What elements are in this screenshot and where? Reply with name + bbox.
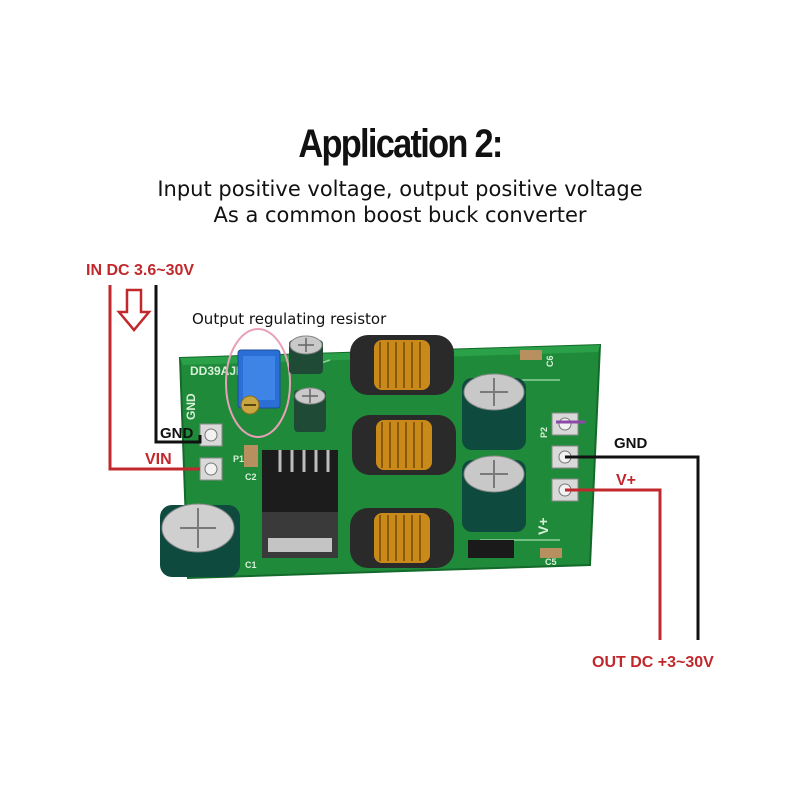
- board-silk-p1: P1: [233, 454, 244, 464]
- smd-components: [244, 350, 562, 558]
- regulator-ic: [262, 450, 338, 558]
- large-capacitor-output-top: [462, 373, 526, 450]
- board-silk-p2: P2: [539, 427, 549, 438]
- subtitle-line-2: As a common boost buck converter: [213, 203, 587, 227]
- trimmer-potentiometer: [237, 349, 281, 415]
- input-gnd-label: GND: [160, 425, 194, 442]
- board-silk-c6: C6: [545, 355, 555, 367]
- board-silk-gnd: GND: [184, 393, 198, 420]
- output-voltage-label: OUT DC +3~30V: [592, 654, 714, 671]
- board-silk-c5: C5: [545, 557, 557, 567]
- board-silk-c1: C1: [245, 560, 257, 570]
- output-wires: [556, 420, 700, 640]
- board-silk-vplus: V+: [535, 517, 551, 535]
- small-capacitor: [289, 335, 323, 374]
- inductor-bottom: [350, 508, 454, 568]
- input-arrow-icon: [116, 288, 152, 332]
- output-vplus-label: V+: [616, 472, 637, 489]
- board-model-label: DD39AJP: [190, 364, 244, 378]
- output-gnd-label: GND: [614, 435, 648, 452]
- large-capacitor-input: [160, 503, 240, 577]
- large-capacitor-output-bottom: [462, 455, 526, 532]
- inductor-middle: [352, 415, 456, 475]
- input-vin-label: VIN: [145, 451, 172, 468]
- page-title: Application 2:: [298, 122, 503, 166]
- input-voltage-label: IN DC 3.6~30V: [86, 262, 195, 279]
- inductor-top: [350, 335, 454, 395]
- small-capacitor: [294, 387, 326, 432]
- regulating-resistor-label: Output regulating resistor: [192, 310, 387, 328]
- regulating-resistor-highlight: [225, 328, 291, 438]
- board-silk-c2: C2: [245, 472, 257, 482]
- input-wires: [108, 285, 202, 471]
- subtitle-line-1: Input positive voltage, output positive …: [157, 177, 643, 201]
